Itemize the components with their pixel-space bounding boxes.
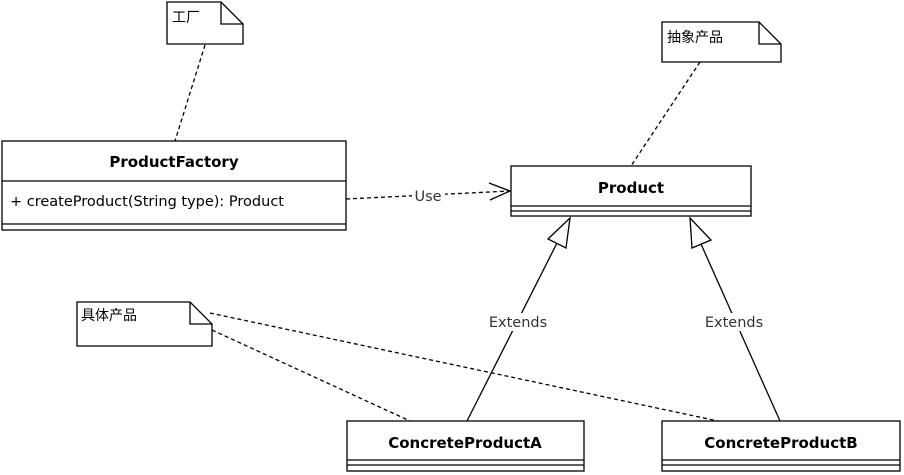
note-abstract-product-shape bbox=[661, 21, 782, 63]
note-abstract-product-text: 抽象产品 bbox=[667, 30, 723, 46]
note-factory-shape bbox=[166, 1, 244, 45]
relation-use: Use bbox=[345, 182, 512, 205]
class-concrete-product-a: ConcreteProductA bbox=[346, 420, 585, 472]
relation-extends-a-label: Extends bbox=[489, 315, 547, 331]
relation-extends-b-label: Extends bbox=[705, 315, 763, 331]
note-concrete-product-anchor-b bbox=[209, 312, 719, 422]
note-concrete-product-text: 具体产品 bbox=[81, 308, 137, 324]
note-factory-anchor bbox=[174, 44, 206, 142]
relation-extends-b-triangle bbox=[689, 216, 713, 249]
relation-extends-a-line bbox=[466, 242, 558, 422]
note-factory-text: 工厂 bbox=[172, 10, 200, 26]
relation-extends-a-triangle bbox=[546, 216, 571, 249]
class-concrete-product-a-name: ConcreteProductA bbox=[388, 434, 542, 452]
note-factory: 工厂 bbox=[166, 1, 244, 45]
note-abstract-product: 抽象产品 bbox=[661, 21, 782, 63]
relation-use-label: Use bbox=[414, 189, 441, 205]
class-concrete-product-b-name: ConcreteProductB bbox=[704, 434, 857, 452]
note-factory-fold bbox=[220, 2, 243, 25]
note-concrete-product-shape bbox=[76, 301, 213, 347]
note-abstract-product-fold bbox=[758, 22, 781, 45]
class-concrete-product-a-box bbox=[346, 420, 585, 472]
class-concrete-product-b: ConcreteProductB bbox=[661, 420, 901, 472]
class-product-factory-name: ProductFactory bbox=[109, 153, 238, 171]
class-product-factory-method: + createProduct(String type): Product bbox=[10, 194, 284, 210]
relation-use-label-bg bbox=[412, 187, 445, 205]
relation-extends-b-label-bg bbox=[704, 313, 765, 331]
note-concrete-product: 具体产品 bbox=[76, 301, 213, 347]
relation-extends-b: Extends bbox=[689, 216, 781, 422]
relation-extends-a-label-bg bbox=[488, 313, 549, 331]
relation-extends-b-line bbox=[700, 243, 781, 422]
relation-use-line bbox=[345, 190, 511, 200]
relation-extends-a: Extends bbox=[466, 216, 571, 422]
note-abstract-product-anchor bbox=[630, 61, 701, 167]
class-product: Product bbox=[510, 165, 752, 217]
class-product-name: Product bbox=[598, 179, 664, 197]
note-concrete-product-anchor-a bbox=[211, 329, 411, 422]
class-product-factory-box bbox=[1, 140, 347, 231]
class-product-factory: ProductFactory + createProduct(String ty… bbox=[1, 140, 347, 231]
relation-use-arrowhead bbox=[488, 182, 512, 201]
note-concrete-product-fold bbox=[189, 302, 212, 325]
class-concrete-product-b-box bbox=[661, 420, 901, 472]
class-product-box bbox=[510, 165, 752, 217]
